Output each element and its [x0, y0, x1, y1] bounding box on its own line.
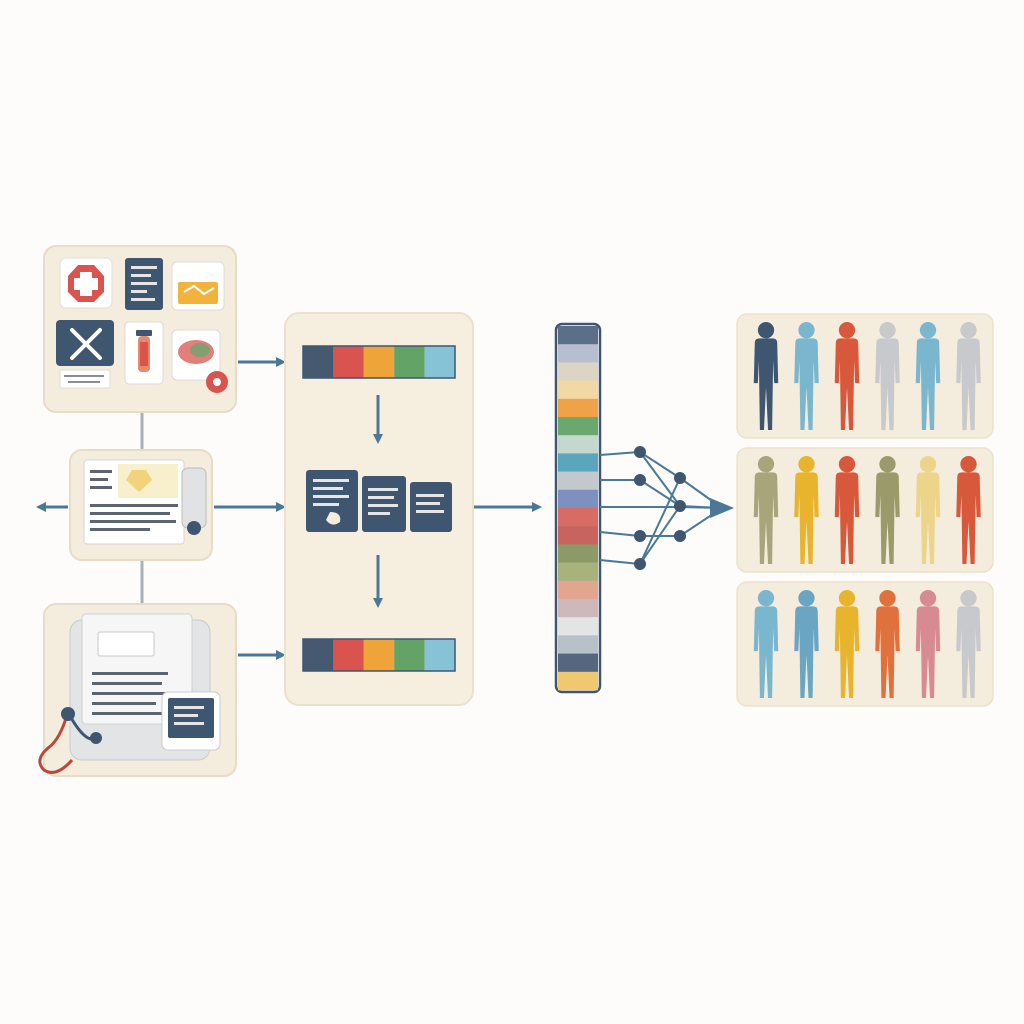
stack-segment — [558, 617, 598, 636]
strip-cell — [333, 639, 364, 671]
stack-segment — [558, 526, 598, 545]
color-strip-bottom — [302, 638, 456, 672]
network-node-icon — [634, 446, 686, 570]
network-graph — [599, 450, 723, 566]
stack-segment — [558, 326, 598, 345]
stack-segment — [558, 508, 598, 527]
stack-segment — [558, 599, 598, 618]
document-icon — [306, 470, 452, 532]
source-panel-documents — [43, 245, 237, 413]
stack-segment — [558, 417, 598, 436]
syringe-icon — [124, 321, 164, 385]
strip-cell — [424, 346, 455, 378]
report-icon — [161, 691, 221, 751]
stack-segment — [558, 344, 598, 363]
stack-segment — [558, 580, 598, 600]
document-icon — [125, 258, 163, 310]
strip-cell — [363, 639, 395, 671]
stack-segment — [558, 362, 598, 381]
stethoscope-icon — [38, 707, 102, 774]
processing-panel — [284, 312, 474, 706]
source-panel-device — [38, 603, 237, 777]
tools-icon — [56, 320, 114, 389]
medical-cross-icon — [59, 257, 113, 309]
embedding-stack — [554, 322, 602, 694]
stack-segment — [558, 435, 598, 454]
color-strip-top — [302, 345, 456, 379]
report-icon — [83, 459, 185, 545]
first-aid-icon — [171, 329, 228, 393]
stack-segment — [558, 544, 598, 563]
stack-segment — [558, 380, 598, 400]
folder-icon — [171, 261, 225, 311]
source-panel-report — [69, 449, 213, 561]
stack-segment — [558, 471, 598, 491]
stack-segment — [558, 453, 598, 472]
stack-segment — [558, 562, 598, 582]
stack-segment — [558, 653, 598, 673]
stack-segment — [558, 398, 598, 418]
person-groups — [736, 313, 994, 707]
strip-cell — [424, 639, 455, 671]
stack-segment — [558, 489, 598, 509]
strip-cell — [303, 346, 334, 378]
stack-segment — [558, 635, 598, 654]
strip-cell — [394, 346, 425, 378]
strip-cell — [333, 346, 364, 378]
stack-segment — [558, 671, 598, 691]
scanner-icon — [181, 467, 207, 535]
arrowhead-output — [710, 498, 734, 518]
strip-cell — [303, 639, 334, 671]
strip-cell — [394, 639, 425, 671]
strip-cell — [363, 346, 395, 378]
